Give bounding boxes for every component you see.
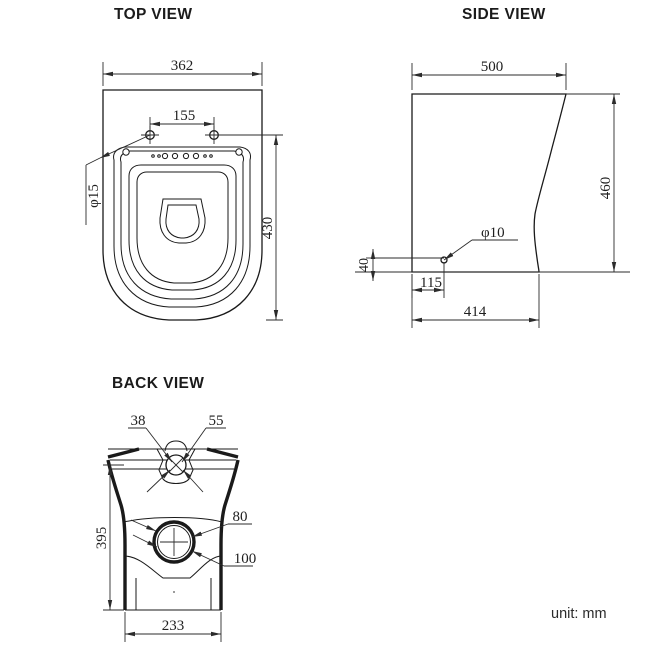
- rim-jet-hole: [192, 152, 200, 160]
- dim-bolt-hole-diameter: φ15: [86, 184, 102, 208]
- dim-bolt-spacing: 155: [173, 108, 196, 124]
- rim-jet-hole: [209, 154, 213, 158]
- top-bowl-outer: [128, 164, 237, 291]
- rim-jet-hole: [171, 152, 179, 160]
- dim-inlet-diameter: φ10: [481, 225, 505, 241]
- dim-back-height: 395: [94, 527, 110, 550]
- rim-jet-hole: [203, 154, 207, 158]
- dim-top-depth: 430: [260, 217, 276, 240]
- dim-top-width: 362: [171, 58, 194, 74]
- dim-inlet-outer: 55: [209, 413, 224, 429]
- back-rim-left: [107, 447, 140, 459]
- dim-outlet-outer: 100: [234, 551, 257, 567]
- back-view-dimensions: 38 55 80 100 395: [94, 413, 256, 642]
- unit-note: unit: mm: [551, 606, 607, 622]
- rim-jet-hole: [161, 152, 169, 160]
- back-view-title: BACK VIEW: [112, 375, 205, 392]
- top-view-dimensions: 362 155 430 φ15: [85, 58, 283, 321]
- top-trap-tongue: [159, 198, 206, 244]
- back-right-wall: [219, 459, 240, 610]
- top-view-title: TOP VIEW: [114, 6, 193, 23]
- side-view-geometry: [355, 93, 630, 273]
- back-centre-mark: [173, 591, 175, 593]
- back-outlet-circle: [152, 520, 196, 564]
- dim-inlet-bore: 38: [131, 413, 146, 429]
- rim-jet-hole: [157, 154, 161, 158]
- top-bowl-inner: [136, 171, 229, 284]
- side-body-outline: [411, 93, 567, 273]
- side-view-dimensions: 500 460 φ10 40 115 414: [357, 59, 620, 328]
- dim-inlet-offset: 115: [420, 275, 442, 291]
- dim-back-base-width: 233: [162, 618, 185, 634]
- top-view-geometry: [102, 89, 263, 321]
- dim-base-length: 414: [464, 304, 487, 320]
- rim-side-hole-left: [122, 148, 130, 156]
- back-rim-right: [206, 447, 239, 459]
- back-left-wall: [106, 459, 127, 610]
- rim-jet-hole: [182, 152, 190, 160]
- back-view-geometry: [106, 440, 240, 611]
- dim-inlet-height: 40: [357, 258, 372, 272]
- dim-outlet-inner: 80: [233, 509, 248, 525]
- back-seat-bump: [164, 440, 188, 452]
- side-view-title: SIDE VIEW: [462, 6, 546, 23]
- rim-jet-hole: [151, 154, 155, 158]
- dim-side-length: 500: [481, 59, 504, 75]
- rim-side-hole-right: [235, 148, 243, 156]
- dim-side-height: 460: [598, 177, 614, 200]
- top-trap-tongue-inner: [165, 204, 200, 239]
